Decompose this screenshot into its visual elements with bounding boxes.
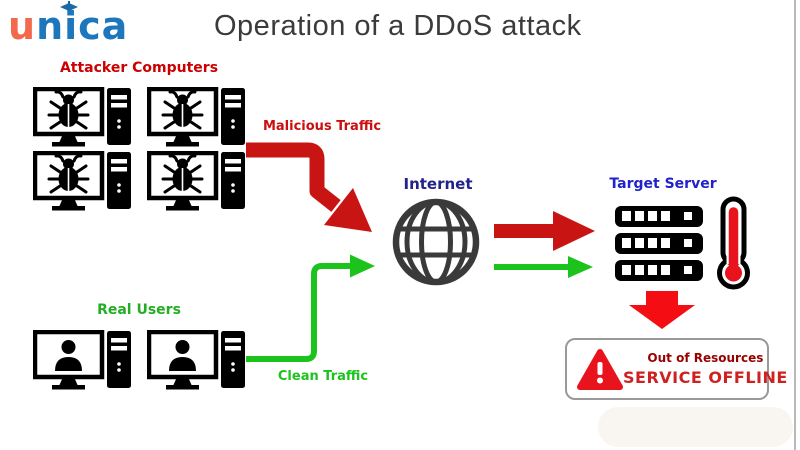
alert-service-offline: SERVICE OFFLINE: [623, 368, 788, 387]
malicious-traffic-arrow: [246, 142, 372, 232]
clean-traffic-arrow: [246, 254, 375, 362]
attacker-workstation: [149, 152, 245, 211]
malicious-arrow-to-server: [494, 211, 595, 251]
attacker-workstation: [149, 88, 245, 147]
clean-arrow-to-server: [494, 256, 593, 278]
logo-letter-i: i: [64, 4, 79, 48]
alert-out-of-resources: Out of Resources: [647, 351, 764, 365]
logo-letter-u: u: [8, 4, 37, 48]
graduation-cap-icon: [60, 1, 78, 11]
overload-arrow-down: [629, 291, 695, 329]
logo-letters-ca: ca: [78, 4, 129, 48]
internet-label: Internet: [403, 175, 473, 193]
real-user-workstation: [149, 331, 245, 390]
thermometer-icon: [717, 196, 750, 290]
attackers-label: Attacker Computers: [59, 60, 219, 76]
unica-logo: unica: [8, 2, 128, 50]
alert-text: Out of Resources SERVICE OFFLINE: [623, 351, 794, 387]
attacker-workstation: [35, 88, 131, 147]
attacker-workstation: [35, 152, 131, 211]
watermark-smudge: [598, 407, 793, 447]
clean-traffic-label: Clean Traffic: [277, 369, 369, 384]
real-user-workstation: [35, 331, 131, 390]
logo-letter-n: n: [36, 4, 65, 48]
real-users-label: Real Users: [97, 302, 181, 318]
malicious-traffic-label: Malicious Traffic: [262, 119, 382, 134]
image-right-border: [794, 0, 796, 450]
page-title: Operation of a DDoS attack: [214, 10, 582, 42]
service-offline-alert: Out of Resources SERVICE OFFLINE: [565, 338, 787, 400]
warning-triangle-icon: [577, 349, 623, 390]
globe-icon: [392, 198, 480, 286]
target-server-label: Target Server: [609, 176, 717, 192]
server-stack-icon: [615, 206, 703, 281]
